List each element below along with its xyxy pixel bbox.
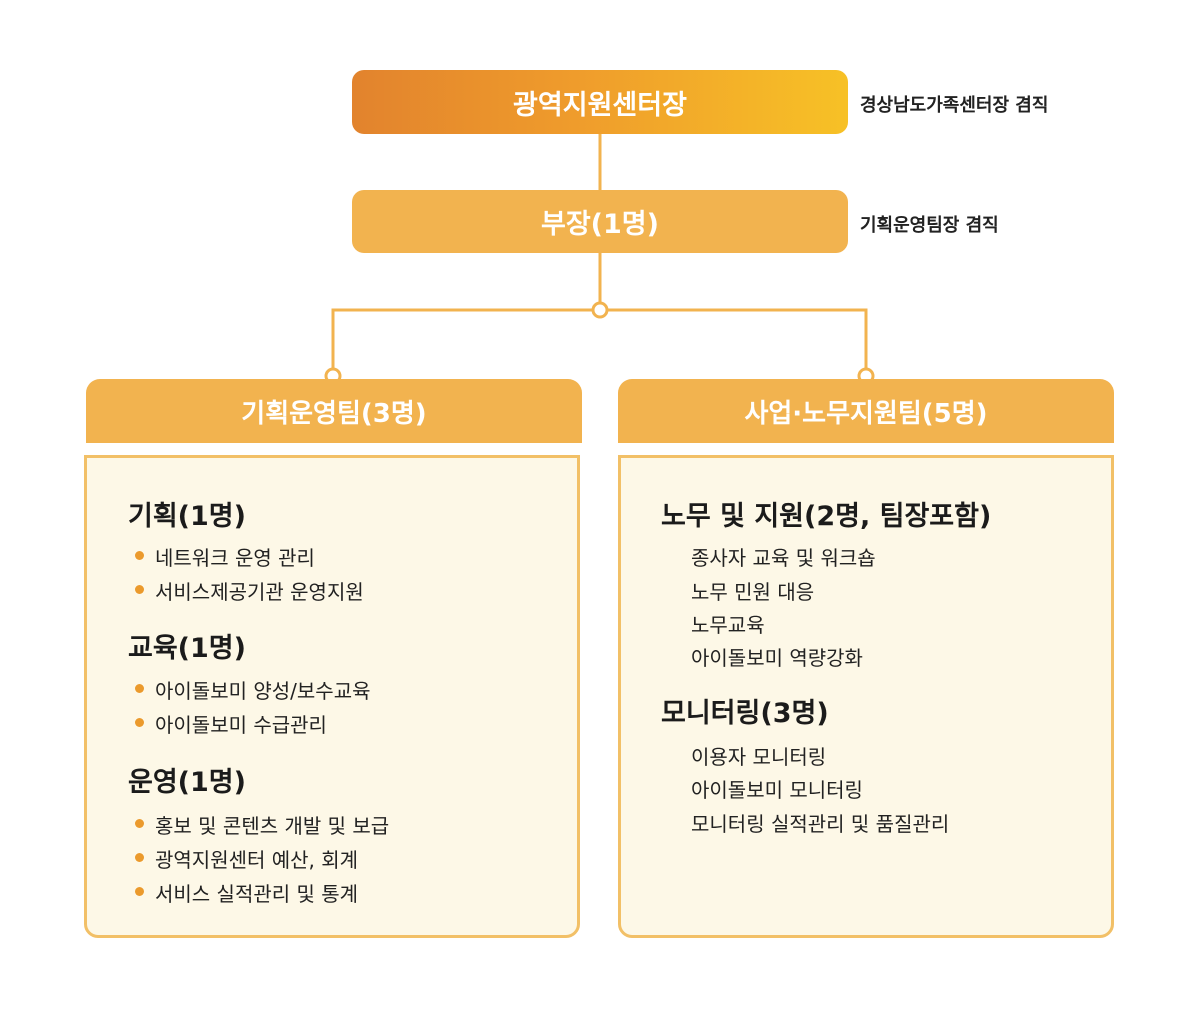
bullet-icon [135,684,144,693]
manager-note: 기획운영팀장 겸직 [860,215,999,236]
list-item: 서비스 실적관리 및 통계 [155,882,359,906]
manager-box: 부장(1명) [352,190,848,253]
bullet-icon [135,551,144,560]
list-item: 이용자 모니터링 [691,745,827,769]
junction-node [591,301,609,319]
list-item: 종사자 교육 및 워크숍 [691,546,876,570]
manager-label: 부장(1명) [541,209,659,240]
list-item: 아이돌보미 수급관리 [155,713,327,737]
bullet-icon [135,819,144,828]
bullet-icon [135,853,144,862]
list-item: 아이돌보미 양성/보수교육 [155,679,371,703]
list-item: 노무 민원 대응 [691,580,815,604]
list-item: 네트워크 운영 관리 [155,546,315,570]
team-planning-body: 기획(1명) 네트워크 운영 관리 서비스제공기관 운영지원 교육(1명) 아이… [84,455,580,938]
section-title: 운영(1명) [128,767,246,798]
director-box: 광역지원센터장 [352,70,848,134]
list-item: 서비스제공기관 운영지원 [155,580,364,604]
director-label: 광역지원센터장 [513,89,687,121]
list-item: 모니터링 실적관리 및 품질관리 [691,812,950,836]
team-labor-name: 사업·노무지원팀(5명) [744,398,988,429]
section-title: 기획(1명) [128,501,246,532]
bullet-icon [135,718,144,727]
section-title: 교육(1명) [128,633,246,664]
list-item: 광역지원센터 예산, 회계 [155,848,359,872]
section-title: 노무 및 지원(2명, 팀장포함) [661,501,992,532]
list-item: 노무교육 [691,613,765,637]
team-planning-name: 기획운영팀(3명) [241,398,427,429]
list-item: 아이돌보미 모니터링 [691,778,863,802]
team-planning-header: 기획운영팀(3명) [86,379,582,443]
list-item: 홍보 및 콘텐츠 개발 및 보급 [155,814,390,838]
team-labor-body: 노무 및 지원(2명, 팀장포함) 종사자 교육 및 워크숍 노무 민원 대응 … [618,455,1114,938]
director-note: 경상남도가족센터장 겸직 [860,95,1049,116]
section-title: 모니터링(3명) [661,698,829,729]
connector-branch [331,308,868,369]
bullet-icon [135,887,144,896]
team-labor-header: 사업·노무지원팀(5명) [618,379,1114,443]
list-item: 아이돌보미 역량강화 [691,646,863,670]
bullet-icon [135,585,144,594]
